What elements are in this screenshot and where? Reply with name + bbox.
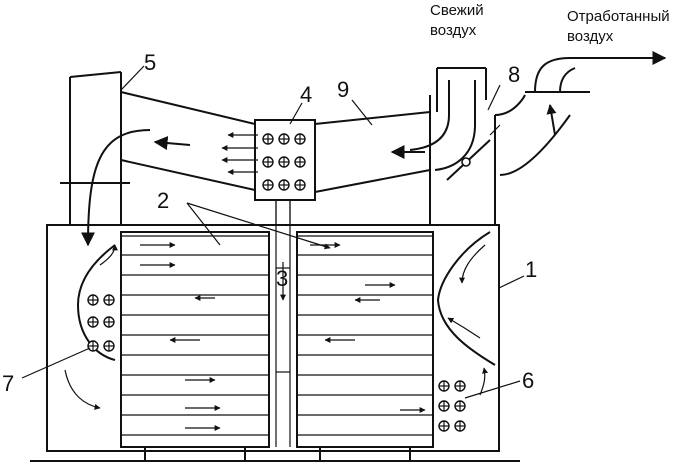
- trolley-right: [296, 231, 434, 461]
- callout-leaders: [21, 65, 525, 399]
- central-shaft: [275, 200, 291, 447]
- callout-6: 6: [522, 368, 534, 393]
- callout-5: 5: [144, 50, 156, 75]
- trolley-flow-arrows: [140, 242, 426, 431]
- exhaust-air-label-2: воздух: [567, 28, 614, 45]
- air-damper: [446, 124, 501, 181]
- callout-1: 1: [525, 257, 537, 282]
- left-heater-section: [64, 244, 118, 410]
- callout-8: 8: [508, 62, 520, 87]
- trolley-left: [120, 231, 270, 461]
- drying-chamber: [46, 224, 500, 452]
- callout-9: 9: [337, 77, 349, 102]
- callout-3: 3: [276, 266, 288, 291]
- fan-housing: [409, 67, 571, 225]
- fresh-air-label-1: Свежий: [430, 2, 484, 19]
- upper-duct: [120, 91, 431, 193]
- callout-4: 4: [300, 82, 312, 107]
- fresh-air-label-2: воздух: [430, 22, 477, 39]
- heater-box: [221, 119, 316, 225]
- right-fan-section: [436, 231, 496, 432]
- callout-2: 2: [157, 188, 169, 213]
- recirculation-duct: [60, 71, 151, 247]
- exhaust-air-label-1: Отработанный: [567, 8, 670, 25]
- callout-7: 7: [2, 371, 14, 396]
- exhaust-duct: [525, 51, 667, 136]
